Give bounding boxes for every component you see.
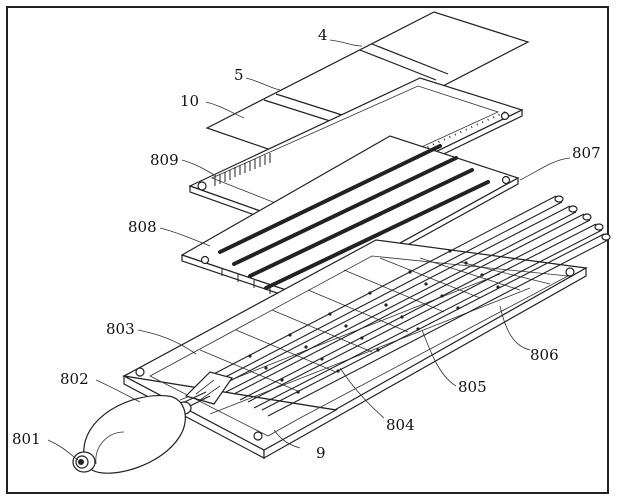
label-806: 806 bbox=[530, 346, 559, 364]
label-807: 807 bbox=[572, 144, 601, 162]
label-10: 10 bbox=[180, 92, 199, 110]
rubber-bulb bbox=[72, 391, 211, 474]
leader-lines bbox=[47, 39, 571, 461]
label-808: 808 bbox=[128, 218, 157, 236]
label-802: 802 bbox=[60, 370, 89, 388]
label-805: 805 bbox=[458, 378, 487, 396]
label-803: 803 bbox=[106, 320, 135, 338]
label-801: 801 bbox=[12, 430, 41, 448]
base-plate bbox=[122, 239, 588, 460]
label-5: 5 bbox=[234, 66, 244, 84]
label-804: 804 bbox=[386, 416, 415, 434]
label-9: 9 bbox=[316, 444, 326, 462]
label-809: 809 bbox=[150, 151, 179, 169]
label-4: 4 bbox=[318, 26, 328, 44]
